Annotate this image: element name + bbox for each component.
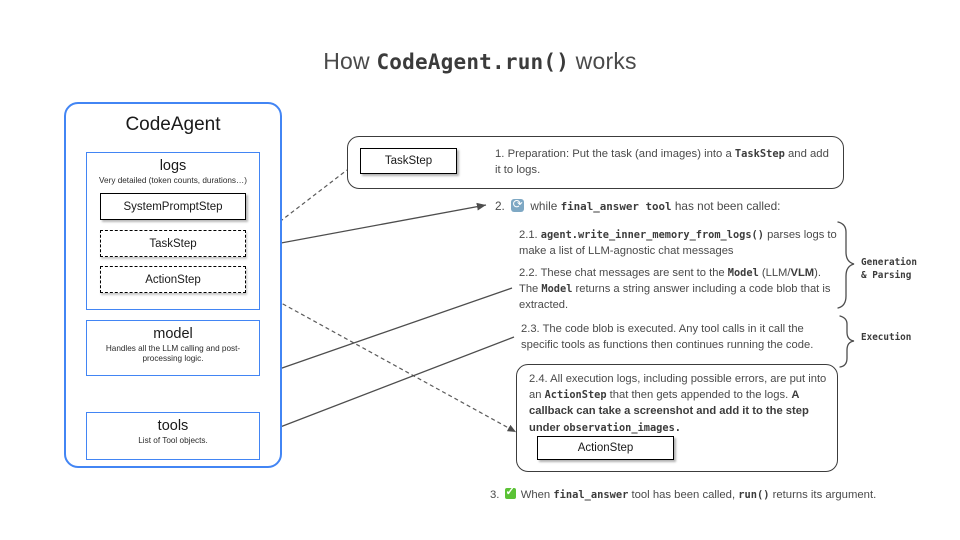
logs-heading: logs	[159, 158, 187, 174]
step2-2-text-d: returns a string answer including a code…	[519, 283, 831, 312]
step2-4-bold-a: A callback can take a screenshot and add…	[529, 389, 809, 434]
logs-step-label: TaskStep	[149, 237, 197, 250]
step2-1-number: 2.1.	[519, 229, 538, 241]
step2-text: 2. while final_answer tool has not been …	[495, 197, 845, 213]
step3-text-a: When	[520, 489, 554, 501]
generation-parsing-line1: Generation	[861, 257, 917, 268]
step2-4-number: 2.4.	[529, 373, 548, 385]
step2-4-actionstep-label: ActionStep	[577, 442, 634, 454]
step2-4-text-b: that then gets appended to the logs.	[606, 389, 792, 402]
logs-step-systempromptstep[interactable]: SystemPromptStep	[100, 193, 246, 220]
step2-1-text-a: parses logs to make a list of LLM-agnost…	[519, 229, 837, 258]
step2-number: 2.	[495, 199, 505, 213]
model-box: model Handles all the LLM calling and po…	[86, 320, 260, 376]
logs-step-actionstep[interactable]: ActionStep	[100, 266, 246, 293]
step1-taskstep-box[interactable]: TaskStep	[360, 148, 457, 174]
step2-2-text-c: ). The	[519, 267, 821, 296]
step1-card	[347, 136, 844, 189]
title-suffix: works	[569, 48, 637, 74]
step2-3-text-a: The code blob is executed. Any tool call…	[521, 323, 814, 352]
page-title: How CodeAgent.run() works	[0, 48, 960, 75]
step2-4-card	[516, 364, 838, 472]
step2-1-code-a: agent.write_inner_memory_from_logs()	[540, 229, 764, 241]
generation-parsing-label: Generation & Parsing	[861, 256, 956, 283]
step3-code-b: run()	[738, 489, 770, 501]
step2-3-number: 2.3.	[521, 323, 540, 335]
tools-subtitle: List of Tool objects.	[138, 435, 208, 445]
step2-2-number: 2.2.	[519, 267, 538, 279]
execution-label: Execution	[861, 332, 912, 343]
title-prefix: How	[323, 48, 377, 74]
codeagent-title: CodeAgent	[125, 114, 221, 135]
loop-icon	[511, 197, 525, 212]
logs-step-label: ActionStep	[145, 273, 201, 286]
logs-subtitle: Very detailed (token counts, durations…)	[99, 175, 247, 185]
title-code: CodeAgent.run()	[376, 50, 570, 74]
step2-3-text: 2.3. The code blob is executed. Any tool…	[521, 321, 841, 353]
step2-2-code-b: Model	[541, 283, 573, 296]
step3-code-a: final_answer	[553, 489, 629, 501]
step2-2-text: 2.2. These chat messages are sent to the…	[519, 265, 837, 314]
step2-2-text-a: These chat messages are sent to the	[537, 267, 728, 279]
step2-4-bold-code-a: observation_images.	[563, 421, 681, 434]
step2-2-code-a: Model	[727, 267, 759, 279]
step3-number: 3.	[490, 489, 500, 501]
step1-number: 1.	[495, 148, 505, 160]
step3-text-b: tool has been called,	[628, 489, 739, 501]
step1-taskstep-label: TaskStep	[384, 155, 433, 167]
step3-text-c: returns its argument.	[769, 489, 877, 501]
generation-parsing-line2: & Parsing	[861, 270, 912, 282]
step1-text-a: Preparation: Put the task (and images) i…	[507, 148, 735, 160]
model-subtitle: Handles all the LLM calling and post-pro…	[105, 343, 241, 363]
tools-box: tools List of Tool objects.	[86, 412, 260, 460]
step2-4-text: 2.4. All execution logs, including possi…	[529, 371, 829, 436]
step2-text-b: has not been called:	[671, 199, 781, 213]
step2-4-actionstep-box[interactable]: ActionStep	[537, 436, 674, 460]
step2-code-a: final_answer tool	[560, 200, 672, 213]
tools-heading: tools	[157, 418, 189, 434]
step2-4-text-a: All execution logs, including possible e…	[529, 373, 827, 402]
step2-1-text: 2.1. agent.write_inner_memory_from_logs(…	[519, 227, 837, 259]
check-icon	[504, 485, 516, 499]
logs-step-taskstep[interactable]: TaskStep	[100, 230, 246, 257]
model-heading: model	[153, 326, 193, 342]
step2-4-code-a: ActionStep	[544, 389, 607, 402]
step1-text: 1. Preparation: Put the task (and images…	[495, 146, 835, 178]
step2-2-text-b: (LLM/	[758, 267, 791, 279]
step3-text: 3. When final_answer tool has been calle…	[490, 485, 920, 501]
step1-code-a: TaskStep	[734, 148, 785, 160]
step2-text-a: while	[530, 199, 561, 213]
logs-step-label: SystemPromptStep	[123, 200, 223, 213]
step2-2-bold-a: VLM	[790, 267, 815, 279]
step1-text-b: and add it to logs.	[495, 148, 829, 177]
